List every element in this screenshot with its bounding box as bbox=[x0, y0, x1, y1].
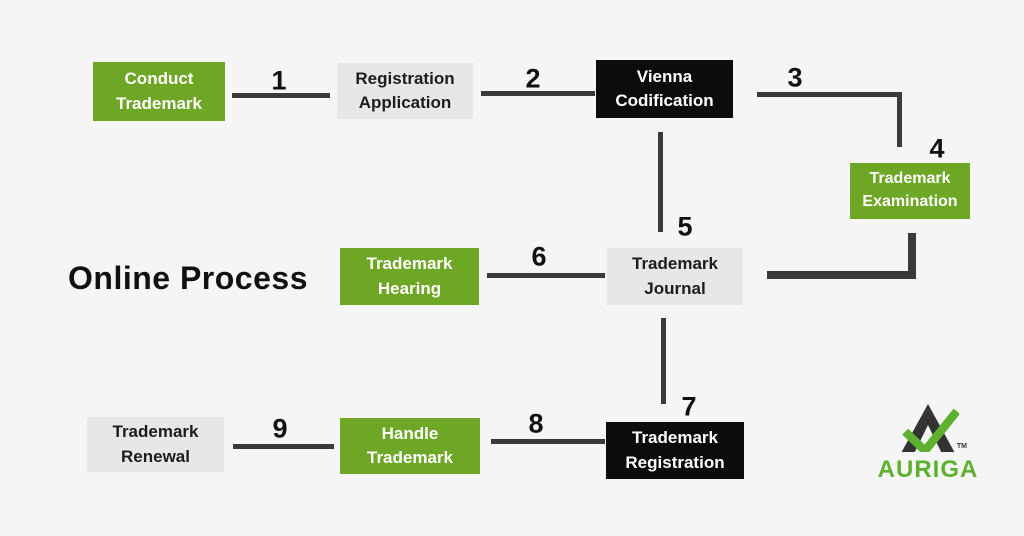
step-number-5: 5 bbox=[677, 211, 693, 242]
step-number-1: 1 bbox=[271, 65, 287, 96]
node-trademark-hearing: Trademark Hearing bbox=[340, 248, 479, 305]
connector-2-line bbox=[481, 91, 595, 96]
node-label: Vienna bbox=[636, 66, 693, 86]
node-conduct-trademark: Conduct Trademark bbox=[93, 62, 225, 121]
node-label: Codification bbox=[615, 91, 714, 110]
node-label: Trademark bbox=[112, 422, 199, 442]
node-trademark-registration: Trademark Registration bbox=[606, 422, 744, 479]
step-number-6: 6 bbox=[531, 241, 547, 272]
node-trademark-examination: Trademark Examination bbox=[850, 163, 970, 219]
connector-5-line bbox=[658, 132, 663, 232]
node-label: Application bbox=[358, 93, 452, 112]
page-title: Online Process bbox=[68, 260, 308, 296]
step-number-7: 7 bbox=[681, 391, 697, 422]
node-label: Trademark bbox=[632, 254, 718, 274]
step-number-3: 3 bbox=[787, 62, 803, 93]
node-label: Registration bbox=[625, 452, 725, 472]
node-label: Hearing bbox=[377, 278, 442, 298]
step-number-8: 8 bbox=[528, 408, 544, 439]
node-label: Handle bbox=[381, 423, 439, 443]
connector-1-line bbox=[232, 93, 330, 98]
connector-6-line bbox=[487, 273, 605, 278]
brand-name: AURIGA bbox=[877, 456, 979, 483]
connector-3-line-horizontal bbox=[757, 92, 902, 97]
node-registration-application: Registration Application bbox=[337, 63, 473, 119]
node-handle-trademark: Handle Trademark bbox=[340, 418, 480, 474]
node-label: Registration bbox=[355, 68, 455, 88]
step-number-9: 9 bbox=[272, 413, 288, 444]
connector-4-line-horizontal bbox=[767, 271, 916, 279]
connector-9-line bbox=[233, 444, 334, 449]
node-label: Trademark bbox=[632, 428, 718, 448]
auriga-check-mountain-icon: TM bbox=[897, 404, 967, 458]
node-trademark-journal: Trademark Journal bbox=[607, 248, 743, 305]
logo-icon-svg bbox=[901, 404, 961, 458]
connector-7-line bbox=[661, 318, 666, 404]
node-vienna-codification: Vienna Codification bbox=[596, 60, 733, 118]
step-number-4: 4 bbox=[929, 133, 945, 164]
node-trademark-renewal: Trademark Renewal bbox=[87, 417, 224, 472]
node-label: Journal bbox=[644, 278, 706, 298]
auriga-logo: TM AURIGA bbox=[878, 404, 978, 484]
connector-8-line bbox=[491, 439, 605, 444]
node-label: Trademark bbox=[869, 170, 951, 188]
node-label: Trademark bbox=[116, 93, 202, 113]
step-number-2: 2 bbox=[525, 63, 541, 94]
node-label: Examination bbox=[862, 193, 958, 210]
node-label: Trademark bbox=[366, 254, 453, 274]
node-label: Conduct bbox=[124, 69, 194, 89]
connector-4-line-vertical bbox=[908, 233, 916, 279]
trademark-symbol: TM bbox=[956, 443, 967, 450]
connector-3-line-vertical bbox=[897, 92, 902, 147]
node-label: Trademark bbox=[367, 448, 453, 467]
node-label: Renewal bbox=[121, 446, 190, 466]
